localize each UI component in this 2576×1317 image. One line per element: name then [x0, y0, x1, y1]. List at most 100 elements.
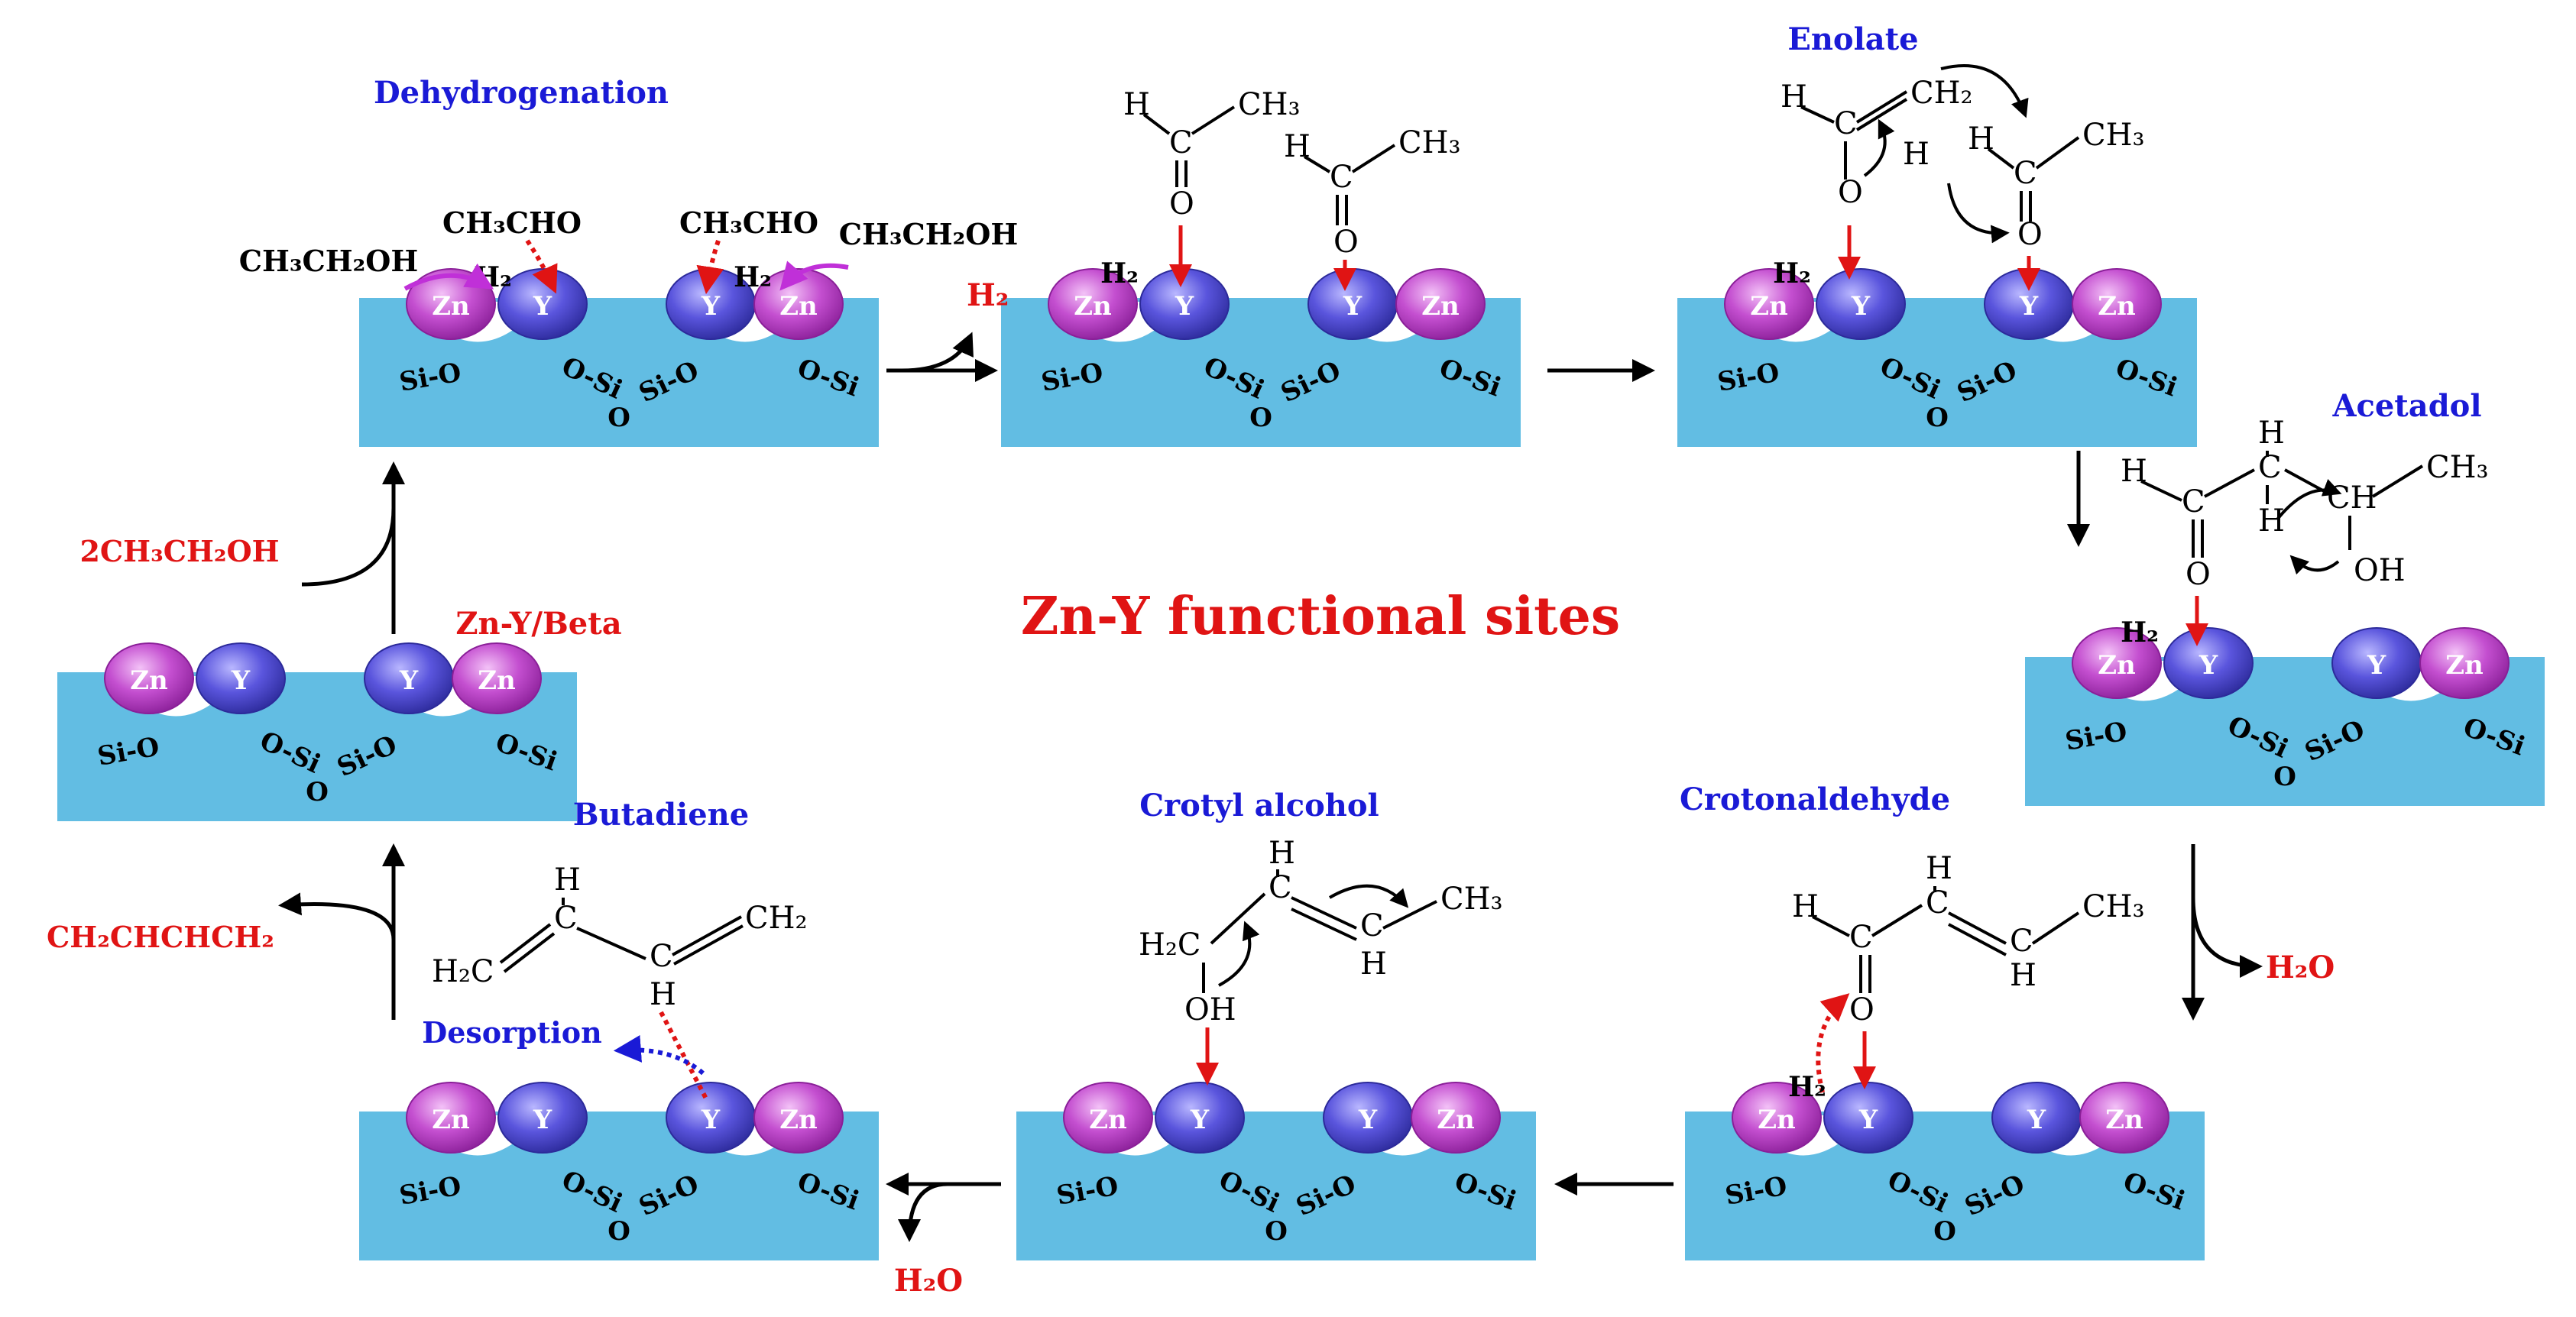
svg-text:C: C: [554, 901, 578, 936]
zn-label: Zn: [1089, 1105, 1127, 1135]
svg-text:H: H: [1269, 836, 1295, 871]
label-catalyst: Zn-Y/Beta: [455, 606, 621, 642]
p5-crotonaldehyde: H C H C C H CH₃ O: [1792, 851, 2145, 1093]
svg-text:C: C: [2014, 156, 2037, 191]
support-label-o-mid: O: [2273, 762, 2296, 792]
y-label: Y: [1858, 1105, 1878, 1135]
label-butadiene: Butadiene: [573, 797, 749, 833]
y-label: Y: [1343, 291, 1363, 322]
zn-site-1: [104, 642, 194, 714]
svg-text:C: C: [1330, 160, 1353, 195]
p6-crotyl-alcohol: H₂C H C C H CH₃ OH: [1139, 836, 1503, 1086]
zn-label: Zn: [1758, 1105, 1796, 1135]
svg-text:C: C: [1926, 885, 1949, 921]
svg-text:H₂C: H₂C: [432, 954, 494, 989]
label-crotyl-alcohol: Crotyl alcohol: [1139, 788, 1379, 824]
p1-acetaldehyde-right: CH₃CHO: [679, 205, 818, 240]
support-label-o-mid: O: [608, 403, 630, 433]
zn-site-1: [1063, 1082, 1153, 1154]
p2-acetaldehyde-left: H C CH₃ O: [1123, 87, 1301, 287]
zn-label: Zn: [130, 665, 168, 696]
y-label: Y: [701, 1105, 721, 1135]
zn-site-4: [452, 642, 542, 714]
svg-text:H₂C: H₂C: [1139, 927, 1201, 963]
svg-text:H: H: [2258, 416, 2285, 451]
y-label: Y: [399, 665, 419, 696]
label-acetadol: Acetadol: [2331, 388, 2481, 424]
zn-site-1: [1048, 268, 1138, 340]
y-label: Y: [533, 291, 552, 322]
y-label: Y: [2199, 650, 2218, 681]
zn-site-4: [2419, 627, 2510, 699]
zn-site-1: [1724, 268, 1814, 340]
y-site-2: [497, 1082, 588, 1154]
zn-label: Zn: [478, 665, 516, 696]
zn-site-1: [2072, 627, 2162, 699]
arrow-butadiene-release: [278, 892, 396, 940]
p2-h2: H₂: [1100, 257, 1139, 290]
p1-arrow-ethanol-left: [403, 263, 494, 291]
y-label: Y: [533, 1105, 552, 1135]
svg-text:H: H: [650, 977, 676, 1012]
svg-text:C: C: [2010, 924, 2033, 959]
h2o-product-1: H₂O: [2266, 950, 2335, 985]
y-label: Y: [701, 291, 721, 322]
zn-label: Zn: [779, 291, 818, 322]
svg-text:CH₃: CH₃: [2082, 889, 2145, 924]
p1-arrow-ethanol-right: [779, 260, 849, 291]
h2-product-1: H₂: [967, 277, 1009, 313]
support-label-o-mid: O: [1249, 403, 1272, 433]
svg-text:OH: OH: [2354, 553, 2406, 588]
p1-ethanol-right: CH₃CH₂OH: [839, 217, 1019, 251]
svg-text:O: O: [2186, 557, 2211, 592]
svg-text:CH₃: CH₃: [1440, 882, 1503, 917]
y-label: Y: [2367, 650, 2386, 681]
zn-label: Zn: [1074, 291, 1112, 322]
svg-text:CH₃: CH₃: [2426, 450, 2489, 485]
p3-acetaldehyde: H C CH₃ O: [1947, 118, 2145, 291]
zn-site-4: [2079, 1082, 2169, 1154]
p5-h2: H₂: [1788, 1071, 1826, 1103]
svg-text:CH₂: CH₂: [1910, 76, 1973, 111]
y-label: Y: [2019, 291, 2039, 322]
label-crotonaldehyde: Crotonaldehyde: [1680, 781, 1950, 817]
p1-arrow-aldehyde-right: [696, 240, 724, 295]
svg-text:C: C: [1360, 908, 1384, 943]
y-site-2: [1816, 268, 1906, 340]
svg-text:C: C: [2258, 450, 2282, 485]
svg-text:C: C: [2182, 484, 2205, 519]
p3-h2: H₂: [1773, 257, 1811, 290]
svg-text:H: H: [1903, 137, 1930, 172]
support-label-o-mid: O: [1933, 1216, 1956, 1247]
y-label: Y: [1358, 1105, 1378, 1135]
svg-text:H: H: [1926, 851, 1952, 886]
y-label: Y: [231, 665, 251, 696]
zn-site-1: [406, 1082, 496, 1154]
label-enolate: Enolate: [1787, 21, 1918, 57]
butadiene-product: CH₂CHCHCH₂: [47, 920, 274, 954]
p7-butadiene: H₂C H C C H CH₂: [432, 862, 808, 1102]
zn-label: Zn: [432, 291, 470, 322]
center-title: Zn-Y functional sites: [1021, 586, 1620, 647]
p1-h2-left: H₂: [474, 261, 512, 293]
zn-site-1: [1732, 1082, 1822, 1154]
zn-label: Zn: [2098, 291, 2136, 322]
svg-text:CH: CH: [2327, 481, 2377, 516]
arrow-h2-release: [901, 332, 974, 373]
zn-site-4: [1395, 268, 1486, 340]
svg-text:O: O: [1849, 992, 1874, 1027]
zn-site-4: [753, 1082, 844, 1154]
p1-ethanol-left: CH₃CH₂OH: [239, 244, 419, 278]
zn-label: Zn: [2105, 1105, 2143, 1135]
zn-label: Zn: [1437, 1105, 1475, 1135]
y-label: Y: [1175, 291, 1194, 322]
p1-arrow-aldehyde-left: [525, 239, 558, 294]
ethanol-feed: 2CH₃CH₂OH: [79, 534, 279, 568]
svg-text:H: H: [554, 862, 581, 898]
zn-label: Zn: [1421, 291, 1460, 322]
